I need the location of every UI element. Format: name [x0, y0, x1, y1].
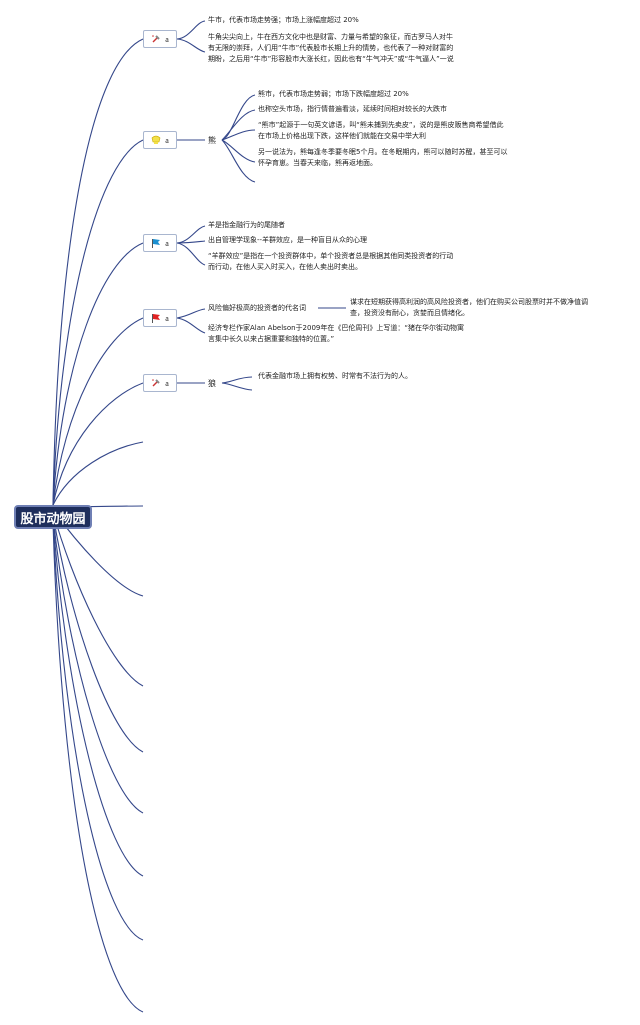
bull-text-2: 牛角尖尖向上，牛在西方文化中也是财富、力量与希望的象征，而古罗马人对牛: [208, 33, 453, 41]
node-letter: a: [165, 135, 169, 145]
pig-text-5: 言集中长久以来占据重要和独特的位置。”: [208, 335, 335, 343]
root-topic[interactable]: 股市动物园: [14, 505, 92, 529]
flag-red-icon: [151, 313, 161, 323]
bull-text-1: 牛市，代表市场走势强；市场上涨幅度超过 20%: [208, 16, 359, 24]
bear-label: 熊: [208, 136, 216, 145]
root-title: 股市动物园: [20, 511, 86, 527]
wolf-label: 狼: [208, 379, 216, 388]
gift-icon: [151, 135, 161, 145]
pig-text-4: 经济专栏作家Alan Abelson于2009年在《巴伦周刊》上写道：“猪在华尔…: [208, 324, 464, 332]
sheep-text-4: 而行动，在他人买入时买入，在他人卖出时卖出。: [208, 263, 362, 271]
branch-node-bull[interactable]: a: [143, 30, 177, 48]
pig-text-2: 谋求在短期获得高利润的高风险投资者，他们在购买公司股票时并不做净值调: [350, 298, 588, 306]
hammer-icon: [151, 34, 161, 44]
pig-text-1: 风险偏好极高的投资者的代名词: [208, 304, 306, 312]
flag-blue-icon: [151, 238, 161, 248]
branch-node-bear[interactable]: a: [143, 131, 177, 149]
node-letter: a: [165, 34, 169, 44]
bear-text-4: 在市场上价格出现下跌，这样他们就能在交易中举大利: [258, 132, 426, 140]
sheep-text-2: 出自管理学现象--羊群效应，是一种盲目从众的心理: [208, 236, 368, 244]
node-letter: a: [165, 313, 169, 323]
branch-node-sheep[interactable]: a: [143, 234, 177, 252]
bull-text-4: 期盼，之后用“牛市”形容股市大涨长红，因此也有“牛气冲天”或“牛气逼人”一说: [208, 55, 454, 63]
bear-text-1: 熊市，代表市场走势弱；市场下跌幅度超过 20%: [258, 90, 409, 98]
node-letter: a: [165, 238, 169, 248]
branch-node-pig[interactable]: a: [143, 309, 177, 327]
pig-text-3: 查，投资没有耐心，贪婪而且情绪化。: [350, 309, 469, 317]
node-letter: a: [165, 378, 169, 388]
bear-text-2: 也称空头市场，指行情普遍看淡，延续时间相对较长的大跌市: [258, 105, 447, 113]
hammer-icon: [151, 378, 161, 388]
bull-text-3: 有无限的崇拜，人们用“牛市”代表股市长期上升的情势，也代表了一种对财富的: [208, 44, 454, 52]
sheep-text-1: 羊是指金融行为的尾随者: [208, 221, 285, 229]
wolf-text-1: 代表金融市场上拥有权势、时常有不法行为的人。: [258, 372, 412, 380]
bear-text-3: “熊市”起源于一句英文谚语，叫“熊未捕到先卖皮”，说的是熊皮贩售商希望借此: [258, 121, 504, 129]
bear-text-6: 怀孕育崽。当春天来临，熊再返地面。: [258, 159, 377, 167]
bear-text-5: 另一说法为，熊每逢冬季要冬眠5个月。在冬眠期内，熊可以随时苏醒，甚至可以: [258, 148, 508, 156]
branch-node-wolf[interactable]: a: [143, 374, 177, 392]
sheep-text-3: “羊群效应”是指在一个投资群体中，单个投资者总是根据其他同类投资者的行动: [208, 252, 454, 260]
